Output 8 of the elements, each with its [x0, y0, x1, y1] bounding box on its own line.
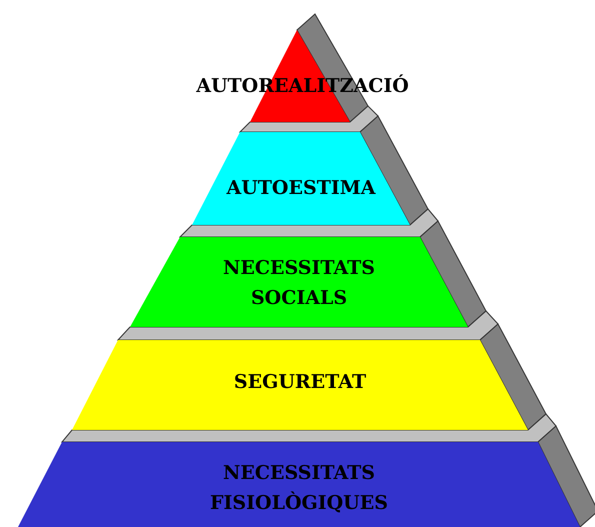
pyramid-level: [130, 237, 468, 327]
pyramid-level: [72, 340, 528, 430]
level-label: NECESSITATS SOCIALS: [222, 256, 376, 311]
level-label: NECESSITATS FISIOLÒGIQUES: [209, 461, 389, 516]
level-label: AUTOESTIMA: [226, 176, 376, 201]
level-label: SEGURETAT: [234, 370, 366, 395]
pyramid-level: [18, 442, 580, 527]
pyramid-level: [192, 132, 410, 225]
